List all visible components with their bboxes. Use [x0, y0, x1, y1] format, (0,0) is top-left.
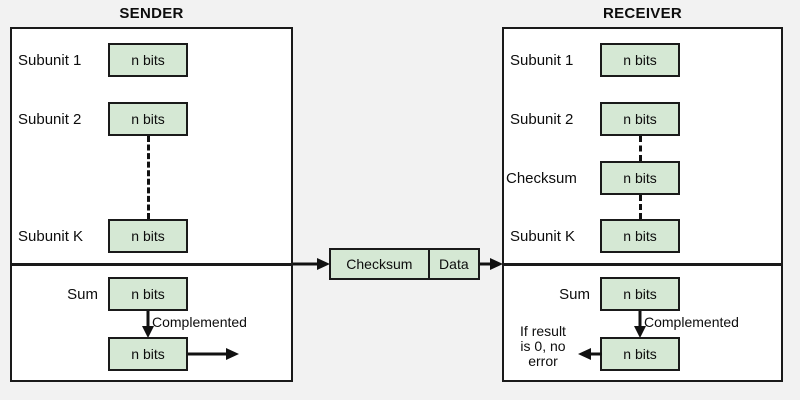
- packet-frame: Checksum Data: [329, 248, 480, 280]
- receiver-sum-box: n bits: [600, 277, 680, 311]
- receiver-sum-label: Sum: [559, 285, 590, 303]
- packet-checksum-cell: Checksum: [346, 256, 413, 272]
- sender-sum-box: n bits: [108, 277, 188, 311]
- sender-complement-arrow-icon: [142, 311, 154, 338]
- sender-row-label-2: Subunit K: [18, 227, 84, 245]
- sender-sum-label: Sum: [67, 285, 98, 303]
- sender-complement-box: n bits: [108, 337, 188, 371]
- sender-row-label-0: Subunit 1: [18, 51, 82, 69]
- receiver-row-box-3: n bits: [600, 219, 680, 253]
- packet-data-cell: Data: [427, 250, 478, 278]
- receiver-result-note-line-2: is 0, no: [520, 338, 566, 354]
- receiver-dashed-connector-top: [639, 136, 642, 161]
- sender-title: SENDER: [119, 5, 184, 22]
- receiver-row-label-2: Checksum: [506, 169, 577, 187]
- receiver-row-label-1: Subunit 2: [510, 110, 574, 128]
- receiver-complement-annotation: Complemented: [644, 314, 739, 330]
- sender-row-box-2: n bits: [108, 219, 188, 253]
- receiver-result-arrow-icon: [578, 348, 602, 360]
- receiver-complement-arrow-icon: [634, 311, 646, 338]
- sender-panel: [10, 27, 293, 382]
- transmission-arrow-right-icon: [480, 258, 503, 270]
- sender-divider: [10, 263, 293, 266]
- receiver-row-label-0: Subunit 1: [510, 51, 574, 69]
- sender-complement-annotation: Complemented: [152, 314, 247, 330]
- receiver-complement-box: n bits: [600, 337, 680, 371]
- receiver-divider: [502, 263, 783, 266]
- receiver-panel: [502, 27, 783, 382]
- receiver-dashed-connector-bottom: [639, 195, 642, 219]
- receiver-title: RECEIVER: [602, 5, 683, 22]
- receiver-result-note-line-3: error: [528, 353, 558, 369]
- sender-row-box-0: n bits: [108, 43, 188, 77]
- transmission-arrow-left-icon: [293, 258, 330, 270]
- receiver-row-box-1: n bits: [600, 102, 680, 136]
- receiver-row-box-0: n bits: [600, 43, 680, 77]
- sender-row-label-1: Subunit 2: [18, 110, 82, 128]
- receiver-result-note: If result is 0, no error: [508, 324, 578, 369]
- sender-output-arrow-icon: [188, 348, 239, 360]
- receiver-row-label-3: Subunit K: [510, 227, 576, 245]
- receiver-row-box-2: n bits: [600, 161, 680, 195]
- sender-dashed-connector: [147, 136, 150, 219]
- sender-row-box-1: n bits: [108, 102, 188, 136]
- receiver-result-note-line-1: If result: [520, 323, 566, 339]
